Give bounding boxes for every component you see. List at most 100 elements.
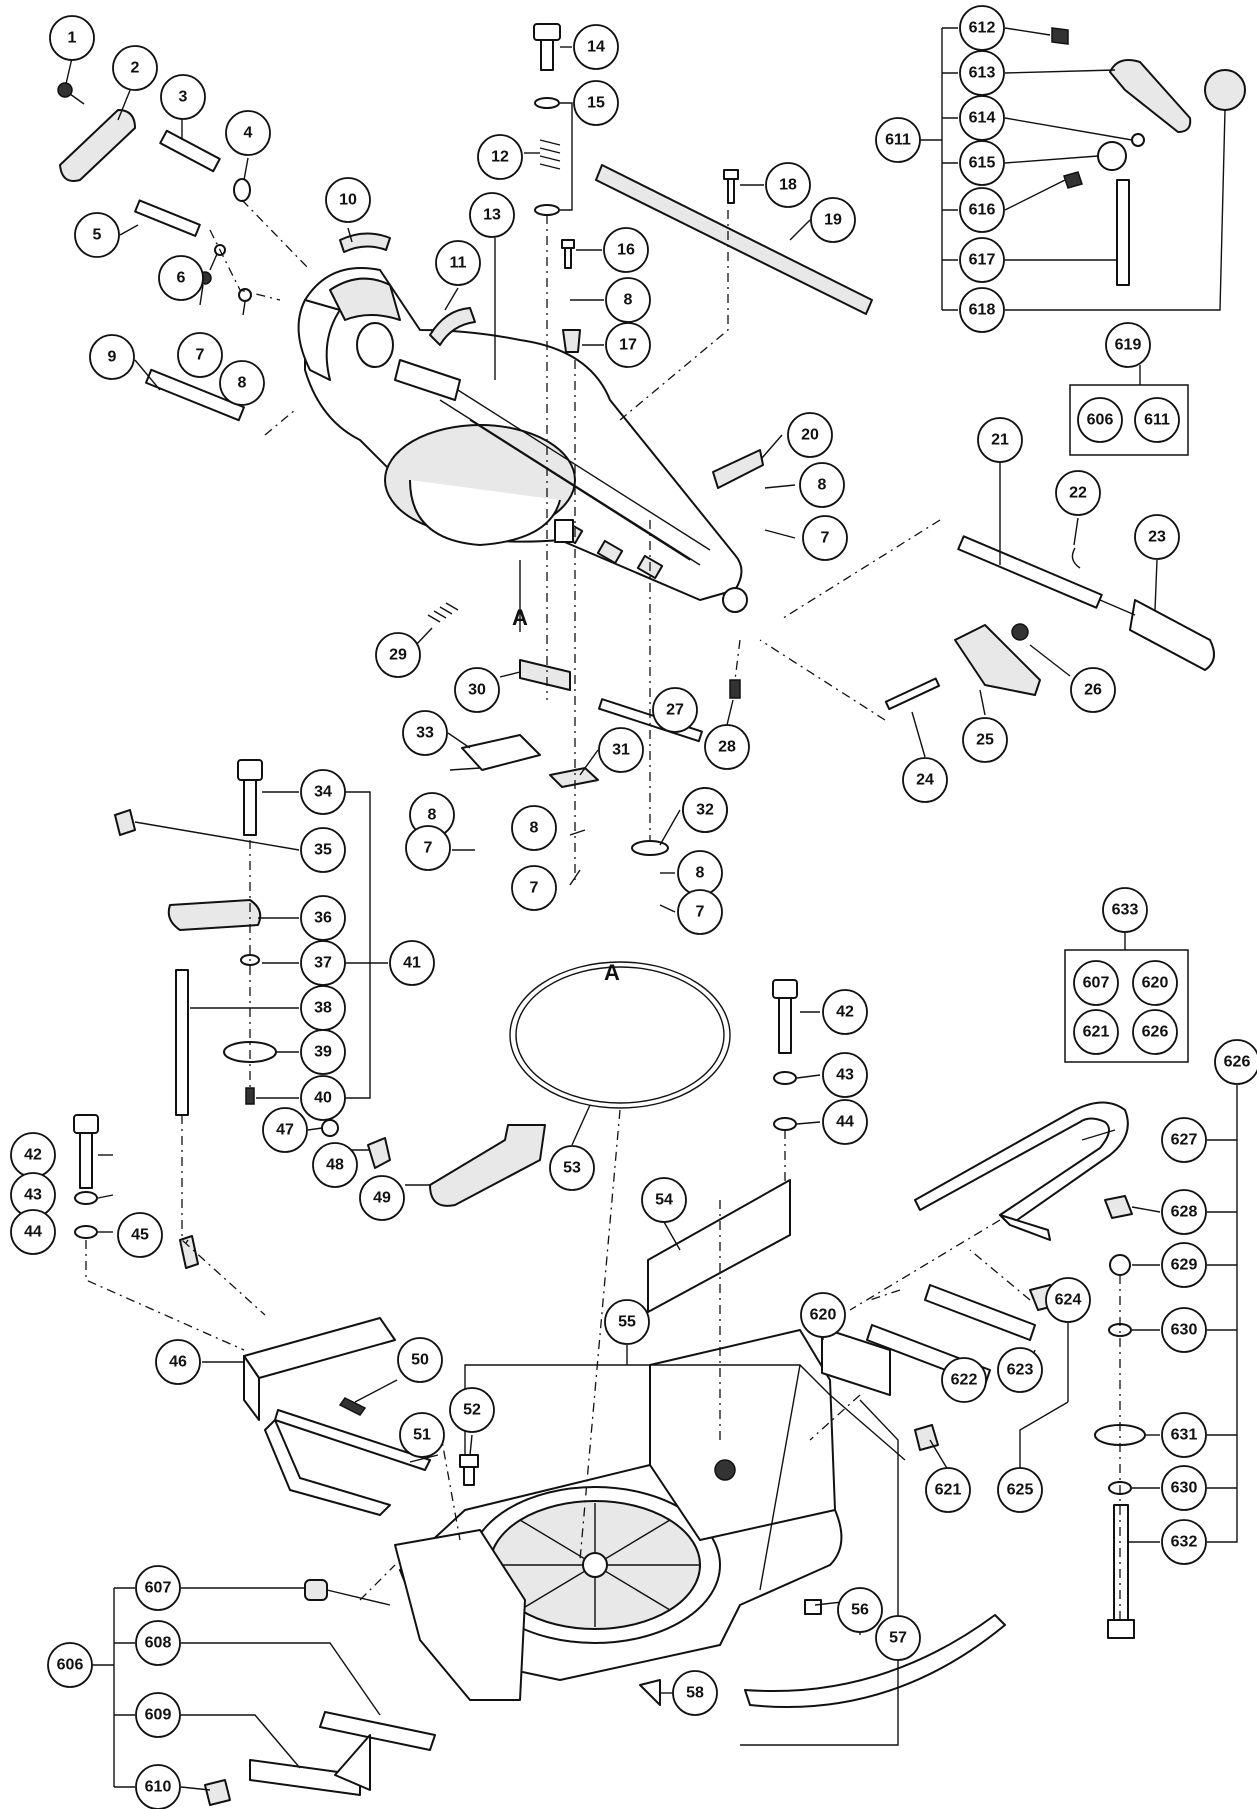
callout-4-3-label: 4: [244, 125, 253, 142]
callout-18-18: 18: [765, 162, 811, 208]
part-42-bolt-right: [772, 979, 798, 1054]
part-21-rod: [957, 535, 1103, 609]
part-35-thumbscrew: [114, 809, 136, 836]
callout-38-40-label: 38: [314, 1000, 332, 1017]
callout-8-68-label: 8: [696, 865, 705, 882]
part-2-lever: [59, 109, 136, 182]
callout-30-32: 30: [454, 667, 500, 713]
kit-633-item-1: 620: [1132, 960, 1178, 1006]
callout-46-51-label: 46: [169, 1354, 187, 1371]
callout-6-5-label: 6: [177, 270, 186, 287]
callout-37-39: 37: [300, 940, 346, 986]
part-48-spacer: [367, 1137, 391, 1169]
callout-33-35-label: 33: [416, 725, 434, 742]
part-49-holder: [429, 1124, 546, 1207]
part-30-block: [519, 659, 571, 691]
callout-47-52-label: 47: [276, 1122, 294, 1139]
part-616-screw: [1063, 171, 1083, 189]
callout-619-84: 619: [1105, 322, 1151, 368]
callout-606-71-label: 606: [57, 1657, 84, 1674]
callout-11-10: 11: [435, 240, 481, 286]
callout-7-69-label: 7: [696, 904, 705, 921]
part-51-rod: [264, 1409, 431, 1516]
callout-32-70: 32: [682, 787, 728, 833]
callout-7-22-label: 7: [821, 530, 830, 547]
callout-624-89-label: 624: [1055, 1292, 1082, 1309]
part-608-rail: [319, 1711, 436, 1751]
callout-50-55-label: 50: [411, 1352, 429, 1369]
callout-27-29: 27: [652, 687, 698, 733]
part-614-washer: [1131, 133, 1145, 147]
callout-620-85: 620: [800, 1292, 846, 1338]
callout-56-61-label: 56: [851, 1602, 869, 1619]
callout-608-73-label: 608: [145, 1635, 172, 1652]
part-627-handle: [914, 1101, 1129, 1226]
callout-48-53-label: 48: [326, 1157, 344, 1174]
part-16-screw: [561, 239, 575, 269]
kit-633-item-0-label: 607: [1083, 975, 1110, 992]
callout-49-54-label: 49: [373, 1190, 391, 1207]
callout-617-82: 617: [959, 237, 1005, 283]
callout-630-95-label: 630: [1171, 1322, 1198, 1339]
callout-629-94: 629: [1161, 1242, 1207, 1288]
callout-7-22: 7: [802, 515, 848, 561]
callout-25-27: 25: [962, 717, 1008, 763]
callout-39-41-label: 39: [314, 1044, 332, 1061]
part-8-washer: [238, 288, 252, 302]
callout-9-8-label: 9: [108, 349, 117, 366]
callout-24-26: 24: [902, 757, 948, 803]
part-618-knob: [1204, 69, 1246, 111]
callout-35-37-label: 35: [314, 842, 332, 859]
callout-31-33-label: 31: [612, 742, 630, 759]
callout-8-21: 8: [799, 462, 845, 508]
callout-21-23-label: 21: [991, 432, 1009, 449]
callout-29-31: 29: [375, 632, 421, 678]
part-613-lever: [1109, 59, 1192, 133]
callout-45-50: 45: [117, 1212, 163, 1258]
part-17-clip: [562, 329, 581, 353]
callout-44-49-label: 44: [24, 1224, 42, 1241]
connector-lines: [65, 27, 1238, 1791]
callout-43-45-label: 43: [836, 1067, 854, 1084]
callout-23-25-label: 23: [1148, 529, 1166, 546]
callout-54-59-label: 54: [655, 1192, 673, 1209]
part-47-nut: [321, 1119, 339, 1137]
callout-609-74: 609: [135, 1692, 181, 1738]
callout-58-63: 58: [672, 1670, 718, 1716]
callout-28-30: 28: [704, 724, 750, 770]
part-22-clip: [1071, 547, 1081, 569]
callout-57-62-label: 57: [889, 1630, 907, 1647]
kit-619-item-0: 606: [1077, 397, 1123, 443]
callout-16-15-label: 16: [617, 242, 635, 259]
part-607-knob: [304, 1579, 391, 1606]
part-33-plate: [461, 734, 541, 771]
part-43-washer-left: [74, 1191, 98, 1205]
callout-34-36-label: 34: [314, 784, 332, 801]
callout-625-90-label: 625: [1007, 1482, 1034, 1499]
part-15-washer-top: [534, 97, 560, 109]
callout-16-15: 16: [603, 227, 649, 273]
callout-618-83-label: 618: [969, 302, 996, 319]
part-36-arm: [167, 899, 262, 931]
callout-43-45: 43: [822, 1052, 868, 1098]
part-14-bolt: [533, 23, 561, 71]
callout-619-84-label: 619: [1115, 337, 1142, 354]
callout-20-20: 20: [787, 412, 833, 458]
callout-10-9: 10: [325, 177, 371, 223]
callout-609-74-label: 609: [145, 1707, 172, 1724]
callout-620-85-label: 620: [810, 1307, 837, 1324]
callout-56-61: 56: [837, 1587, 883, 1633]
part-609-stop: [249, 1759, 361, 1796]
callout-51-56-label: 51: [413, 1427, 431, 1444]
callout-7-65: 7: [405, 825, 451, 871]
callout-13-12: 13: [469, 192, 515, 238]
part-23-knob: [1099, 599, 1215, 671]
callout-615-80-label: 615: [969, 155, 996, 172]
callout-7-67: 7: [511, 865, 557, 911]
part-610-knob: [204, 1779, 231, 1806]
part-50-screw: [338, 1397, 367, 1416]
callout-10-9-label: 10: [339, 192, 357, 209]
part-1-screw: [57, 82, 85, 105]
callout-47-52: 47: [262, 1107, 308, 1153]
callout-19-19-label: 19: [824, 212, 842, 229]
